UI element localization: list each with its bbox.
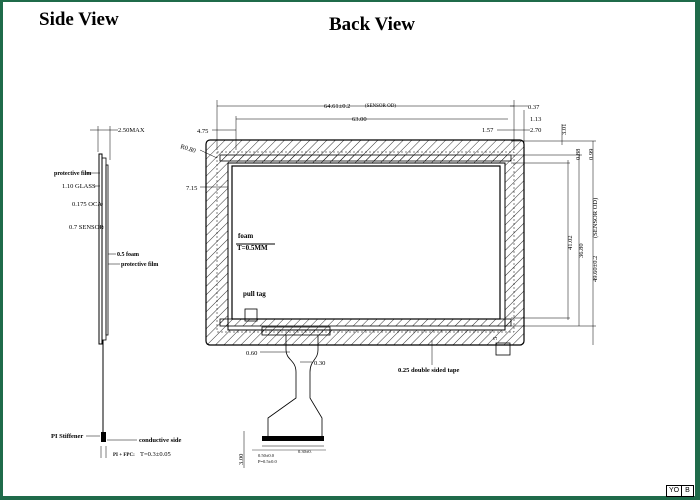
back-fpc-pitch-2: P=0.5±0.0	[258, 459, 278, 464]
back-dim-total: 64.61±0.2	[324, 103, 350, 110]
back-dim-height-note: (SENSOR OD)	[592, 198, 599, 238]
back-dim-475: 4.75	[197, 128, 208, 135]
side-label-glass: 1.10 GLASS	[62, 183, 96, 190]
drawing-sheet: 2.50MAX protective film 1.10 GLASS 0.175…	[3, 2, 695, 496]
back-dim-270: 2.70	[530, 127, 541, 134]
side-pi-stiffener	[101, 432, 106, 442]
back-view: 64.61±0.2 (SENSOR OD) 63.00 0.37 1.13 1.…	[179, 100, 599, 468]
back-dim-4102: 41.02	[567, 235, 574, 250]
title-block-cell-1: YO	[666, 485, 682, 497]
back-dim-3680: 36.80	[578, 243, 585, 258]
back-dim-113: 1.13	[530, 116, 541, 123]
back-dim-r080: R0.80	[179, 143, 196, 155]
back-dim-157: 1.57	[482, 127, 494, 134]
back-fpc: 0.60 0.30 3.00 0.50±0.0 P=0.5±0.0 0.30±0…	[238, 326, 331, 468]
side-sensor-layer	[101, 157, 107, 341]
back-dim-height: 49.60±0.2	[592, 256, 599, 282]
title-block-cell-2: B	[681, 485, 694, 497]
back-dim-060: 0.60	[246, 350, 257, 357]
side-label-pi-stiffener: PI Stiffener	[51, 433, 83, 440]
side-label-foam: 0.5 foam	[117, 252, 139, 258]
side-label-pi-fpc: PI + FPC:	[113, 453, 135, 458]
back-foam-top	[219, 154, 512, 162]
side-label-protective-film: protective film	[54, 171, 91, 177]
side-label-sensor: 0.7 SENSOR	[69, 224, 104, 231]
back-fpc-connector	[261, 326, 331, 336]
back-dim-088: 0.88	[575, 149, 582, 160]
side-view-title: Side View	[39, 9, 119, 30]
back-dim-inner: 63.00	[352, 116, 367, 123]
side-label-conductive-side: conductive side	[139, 437, 182, 444]
back-dim-side-5: 5	[492, 337, 499, 340]
back-label-foam-t: T=0.5MM	[237, 244, 268, 252]
back-dim-030: 0.30	[314, 360, 325, 367]
back-dim-099: 0.99	[588, 149, 595, 160]
side-label-protective-film-2: protective film	[121, 262, 158, 268]
back-dashed-outline	[216, 151, 515, 333]
back-dim-total-note: (SENSOR OD)	[365, 104, 396, 109]
side-glass-layer	[98, 153, 103, 345]
back-label-foam: foam	[238, 232, 253, 240]
back-fpc-stiffener	[262, 436, 324, 441]
side-label-oca: 0.175 OCA	[72, 201, 102, 208]
technical-drawing: 2.50MAX protective film 1.10 GLASS 0.175…	[51, 100, 599, 468]
back-bottom-tab	[495, 342, 511, 356]
back-dim-r080-leader	[199, 149, 218, 159]
back-view-title: Back View	[329, 14, 416, 35]
back-dim-300: 3.00	[238, 454, 245, 465]
back-fpc-outline	[267, 335, 323, 438]
back-pull-tag	[244, 308, 258, 322]
back-tape-inner-edge	[227, 162, 506, 331]
back-fpc-width: 0.30±0.	[298, 449, 312, 454]
side-view: 2.50MAX protective film 1.10 GLASS 0.175…	[51, 126, 182, 458]
side-dim-top: 2.50MAX	[118, 127, 145, 134]
back-view-area	[231, 165, 501, 320]
back-dim-037: 0.37	[528, 104, 540, 111]
back-foam-bottom	[219, 318, 512, 327]
back-dim-715: 7.15	[186, 185, 197, 192]
back-fpc-pitch-1: 0.50±0.0	[258, 453, 275, 458]
side-protective-film	[105, 164, 109, 336]
back-dim-301: 3.01	[561, 124, 568, 135]
side-label-pi-fpc-value: T=0.3±0.05	[140, 451, 171, 458]
back-label-tape: 0.25 double sided tape	[398, 367, 460, 374]
back-label-pull-tag: pull tag	[243, 290, 266, 298]
